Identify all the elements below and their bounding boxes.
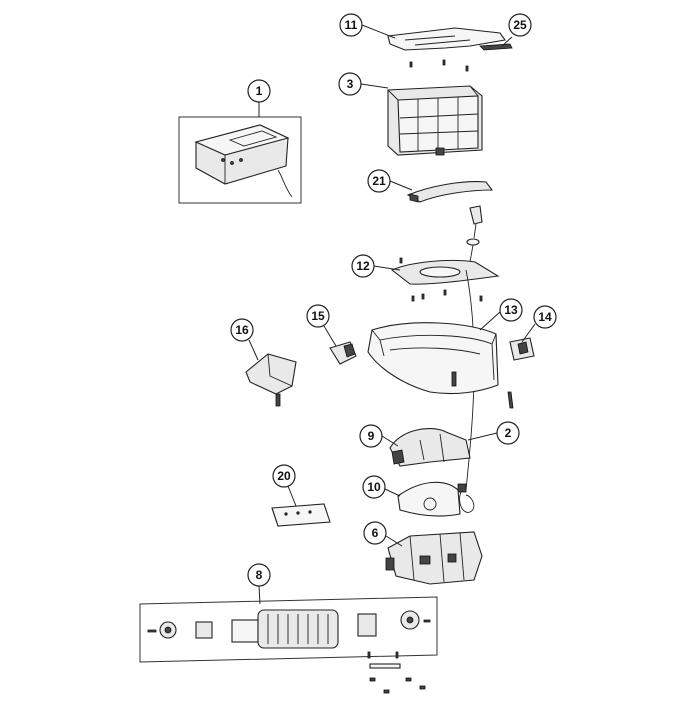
callout-label: 25 — [513, 18, 527, 32]
part-drive-unit — [385, 531, 483, 585]
callout-label: 15 — [311, 309, 325, 323]
callout-20: 20 — [272, 464, 296, 488]
callout-9: 9 — [359, 424, 383, 448]
callout-10: 10 — [362, 475, 386, 499]
callout-2: 2 — [496, 421, 520, 445]
part-motor-mount — [245, 353, 297, 407]
callout-label: 8 — [256, 568, 263, 582]
part-impeller-housing — [389, 428, 471, 467]
part-brush-roller-assembly — [139, 596, 438, 663]
callout-label: 21 — [372, 174, 386, 188]
part-top-cover — [387, 27, 506, 51]
part-power-supply — [178, 116, 302, 204]
part-body-shell — [367, 322, 499, 395]
callout-label: 20 — [277, 469, 291, 483]
callout-16: 16 — [230, 318, 254, 342]
part-bottom-hardware — [367, 651, 426, 694]
callout-12: 12 — [351, 254, 375, 278]
screws-top — [409, 59, 469, 72]
callout-label: 10 — [367, 480, 381, 494]
callout-label: 11 — [345, 18, 358, 32]
callout-8: 8 — [247, 563, 271, 587]
callout-label: 2 — [505, 426, 512, 440]
part-cable-connector — [466, 205, 483, 263]
callout-label: 6 — [372, 526, 379, 540]
part-filter-basket — [387, 85, 483, 156]
callout-label: 9 — [368, 429, 375, 443]
part-clip — [479, 43, 513, 51]
callout-11: 11 — [339, 13, 363, 37]
part-handle — [406, 181, 494, 203]
callout-label: 3 — [347, 77, 354, 91]
callout-label: 13 — [504, 303, 518, 317]
part-side-strip — [507, 391, 514, 409]
callout-3: 3 — [338, 72, 362, 96]
callout-25: 25 — [508, 13, 532, 37]
callout-21: 21 — [367, 169, 391, 193]
part-bracket-14 — [509, 337, 535, 361]
callout-label: 12 — [356, 259, 370, 273]
part-motor-cover — [397, 481, 461, 517]
part-inner-cover — [390, 257, 500, 302]
callout-6: 6 — [363, 521, 387, 545]
callout-13: 13 — [499, 298, 523, 322]
part-bracket-15 — [329, 341, 357, 365]
callout-14: 14 — [533, 305, 557, 329]
part-brush-strip — [271, 503, 331, 527]
callout-label: 16 — [235, 323, 249, 337]
callout-label: 14 — [538, 310, 552, 324]
callout-1: 1 — [247, 79, 271, 103]
callout-label: 1 — [256, 84, 263, 98]
leader-lines — [248, 24, 536, 605]
callout-15: 15 — [306, 304, 330, 328]
